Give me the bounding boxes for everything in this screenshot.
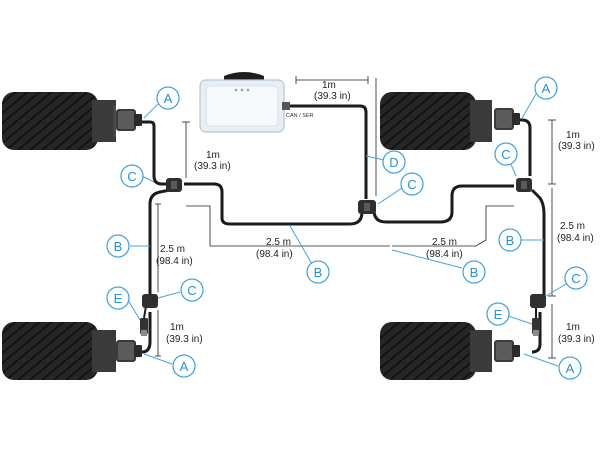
cable-rear-right-sensor: [531, 312, 542, 354]
control-unit-icon: [224, 72, 264, 80]
sensor-icon: [116, 109, 142, 131]
callout-a-rear-right: A: [558, 356, 582, 380]
dim-left-lower-imperial: (39.3 in): [166, 334, 203, 345]
dim-top-center-imperial: (39.3 in): [314, 91, 351, 102]
svg-text:C: C: [127, 169, 136, 184]
callout-a-front-right: A: [534, 76, 558, 100]
cable-rear-left-sensor: [141, 312, 152, 354]
callout-c-right-upper: C: [494, 142, 518, 166]
callout-a-front-left: A: [156, 86, 180, 110]
svg-text:C: C: [187, 283, 196, 298]
dim-right-upper-imperial: (39.3 in): [558, 141, 595, 152]
svg-text:B: B: [470, 265, 479, 280]
callout-e-right: E: [486, 302, 510, 326]
connector-icon: [142, 294, 158, 308]
sensor-icon: [116, 340, 142, 362]
control-unit: CAN / SER: [199, 72, 314, 133]
callout-b-center: B: [306, 260, 330, 284]
callout-c-left-upper: C: [120, 164, 144, 188]
callouts: A A A A B B B B: [106, 76, 588, 380]
callout-e-left: E: [106, 286, 130, 310]
connectors: [140, 178, 546, 336]
callout-b-center-right: B: [462, 260, 486, 284]
svg-text:B: B: [114, 239, 123, 254]
callout-c-right-lower: C: [564, 266, 588, 290]
tire-rear-right: [380, 322, 520, 380]
sensor-icon: [494, 340, 520, 362]
dim-top-center-metric: 1m: [322, 80, 336, 91]
dim-left-upper-metric: 1m: [206, 150, 220, 161]
tire-icon: [380, 92, 476, 150]
dim-right-lower-imperial: (39.3 in): [558, 334, 595, 345]
cable-b-left: [148, 188, 171, 296]
dim-right-middle-imperial: (98.4 in): [557, 233, 594, 244]
svg-text:A: A: [180, 359, 189, 374]
sensor-icon: [494, 108, 520, 130]
dim-left-middle-metric: 2.5 m: [160, 244, 185, 255]
callout-c-center: C: [400, 172, 424, 196]
dim-center-right-imperial: (98.4 in): [426, 249, 463, 260]
cable-b-center-right: [372, 184, 514, 224]
svg-text:D: D: [389, 155, 398, 170]
svg-text:C: C: [571, 271, 580, 286]
dim-right-lower-metric: 1m: [566, 322, 580, 333]
cable-front-right-sensor: [512, 118, 532, 176]
tire-icon: [2, 92, 98, 150]
dimension-labels: 1m (39.3 in) 1m (39.3 in) 2.5 m (98.4 in…: [156, 80, 595, 345]
dim-center-right-metric: 2.5 m: [432, 237, 457, 248]
port-label: CAN / SER: [286, 113, 314, 119]
dim-right-middle-metric: 2.5 m: [560, 221, 585, 232]
dim-left-upper-imperial: (39.3 in): [194, 161, 231, 172]
connector-icon: [530, 294, 546, 308]
svg-text:E: E: [494, 307, 503, 322]
callout-b-left: B: [106, 234, 130, 258]
svg-text:B: B: [314, 265, 323, 280]
svg-text:A: A: [566, 361, 575, 376]
callout-leaders: [127, 93, 567, 367]
tire-front-left: [2, 92, 142, 150]
tire-icon: [2, 322, 98, 380]
svg-text:B: B: [506, 233, 515, 248]
tire-rear-left: [2, 322, 142, 380]
dim-left-middle-imperial: (98.4 in): [156, 256, 193, 267]
callout-b-right: B: [498, 228, 522, 252]
tire-icon: [380, 322, 476, 380]
callout-c-left-lower: C: [180, 278, 204, 302]
svg-text:C: C: [407, 177, 416, 192]
dim-center-left-metric: 2.5 m: [266, 237, 291, 248]
callout-d: D: [382, 150, 406, 174]
cable-front-left-sensor: [142, 120, 170, 186]
dim-center-left-imperial: (98.4 in): [256, 249, 293, 260]
dim-right-upper-metric: 1m: [566, 130, 580, 141]
svg-text:C: C: [501, 147, 510, 162]
cable-network: [141, 104, 546, 354]
svg-text:E: E: [114, 291, 123, 306]
cable-b-center: [184, 182, 364, 226]
cable-b-right: [530, 188, 546, 296]
svg-text:A: A: [542, 81, 551, 96]
cable-d: [289, 104, 368, 199]
svg-text:A: A: [164, 91, 173, 106]
tire-front-right: [380, 92, 520, 150]
callout-a-rear-left: A: [172, 354, 196, 378]
dim-left-lower-metric: 1m: [170, 322, 184, 333]
dimension-lines: [155, 76, 556, 359]
